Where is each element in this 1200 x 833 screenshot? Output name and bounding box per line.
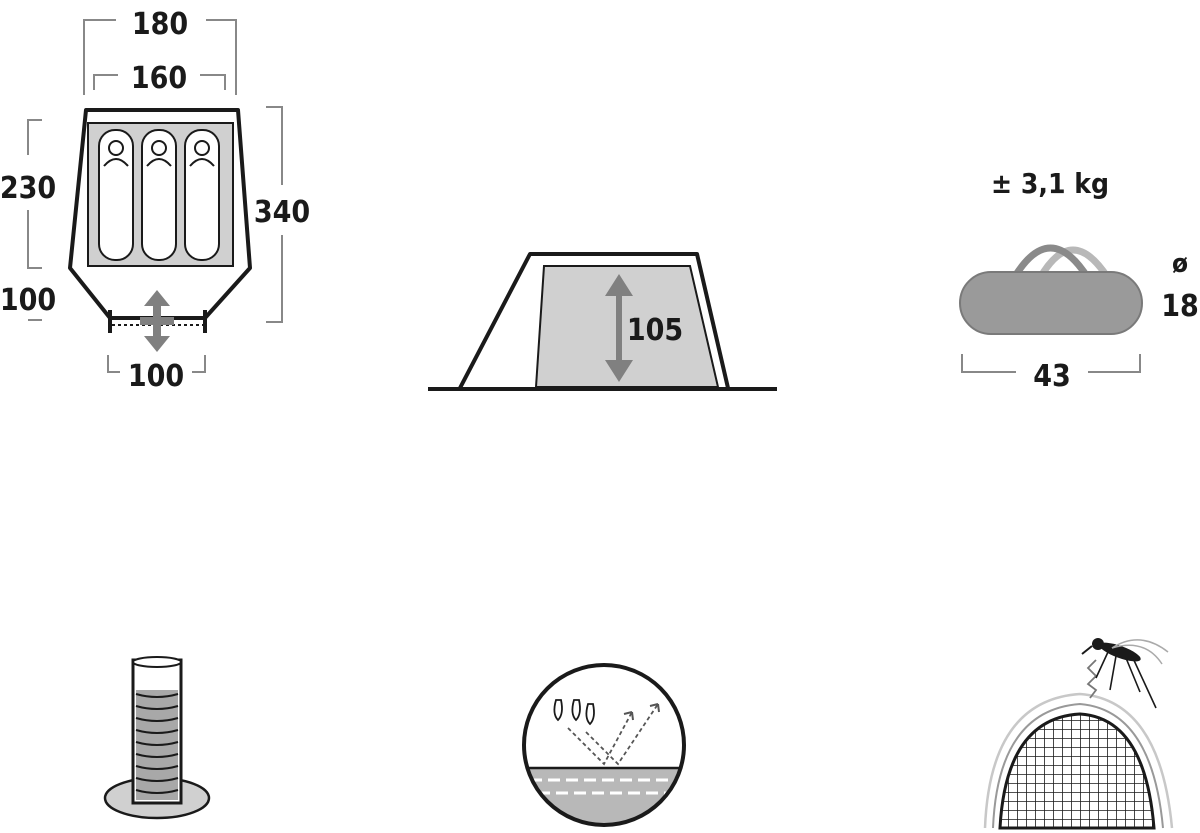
sleeping-bag <box>141 129 177 261</box>
dimension-brackets <box>27 19 283 373</box>
water-column-icon <box>103 656 211 820</box>
pack-length-label: 43 <box>1033 359 1071 394</box>
sleeping-bag <box>98 129 134 261</box>
bag-handle <box>1010 244 1091 280</box>
pack-length-bracket <box>961 354 1141 373</box>
entrance <box>108 290 207 352</box>
entrance-arrow-icon <box>140 290 174 352</box>
sleeping-bag <box>184 129 220 261</box>
pack-diagram: ± 3,1 kg 43 ø 18 <box>959 167 1199 394</box>
floorplan-diagram: 180 160 230 340 100 100 <box>0 7 310 394</box>
length-total-label: 340 <box>254 195 310 230</box>
pack-diameter-label: 18 <box>1161 289 1199 324</box>
bag-handle <box>1036 246 1111 280</box>
length-inner-label: 230 <box>0 171 56 206</box>
vestibule-depth-label: 100 <box>0 283 56 318</box>
height-label: 105 <box>627 313 683 348</box>
mosquito <box>1081 638 1169 709</box>
sleeping-places <box>98 129 220 261</box>
pack-bag <box>959 271 1143 335</box>
profile-diagram: 105 <box>428 252 777 391</box>
diameter-symbol: ø <box>1172 249 1188 279</box>
vestibule-width-label: 100 <box>128 359 184 394</box>
mosquito-net-icon <box>983 638 1174 830</box>
height-arrow-icon <box>605 274 633 382</box>
width-inner-label: 160 <box>131 61 187 96</box>
weight-label: ± 3,1 kg <box>991 167 1109 200</box>
width-outer-label: 180 <box>132 7 188 42</box>
waterproof-fabric-icon <box>522 663 686 827</box>
